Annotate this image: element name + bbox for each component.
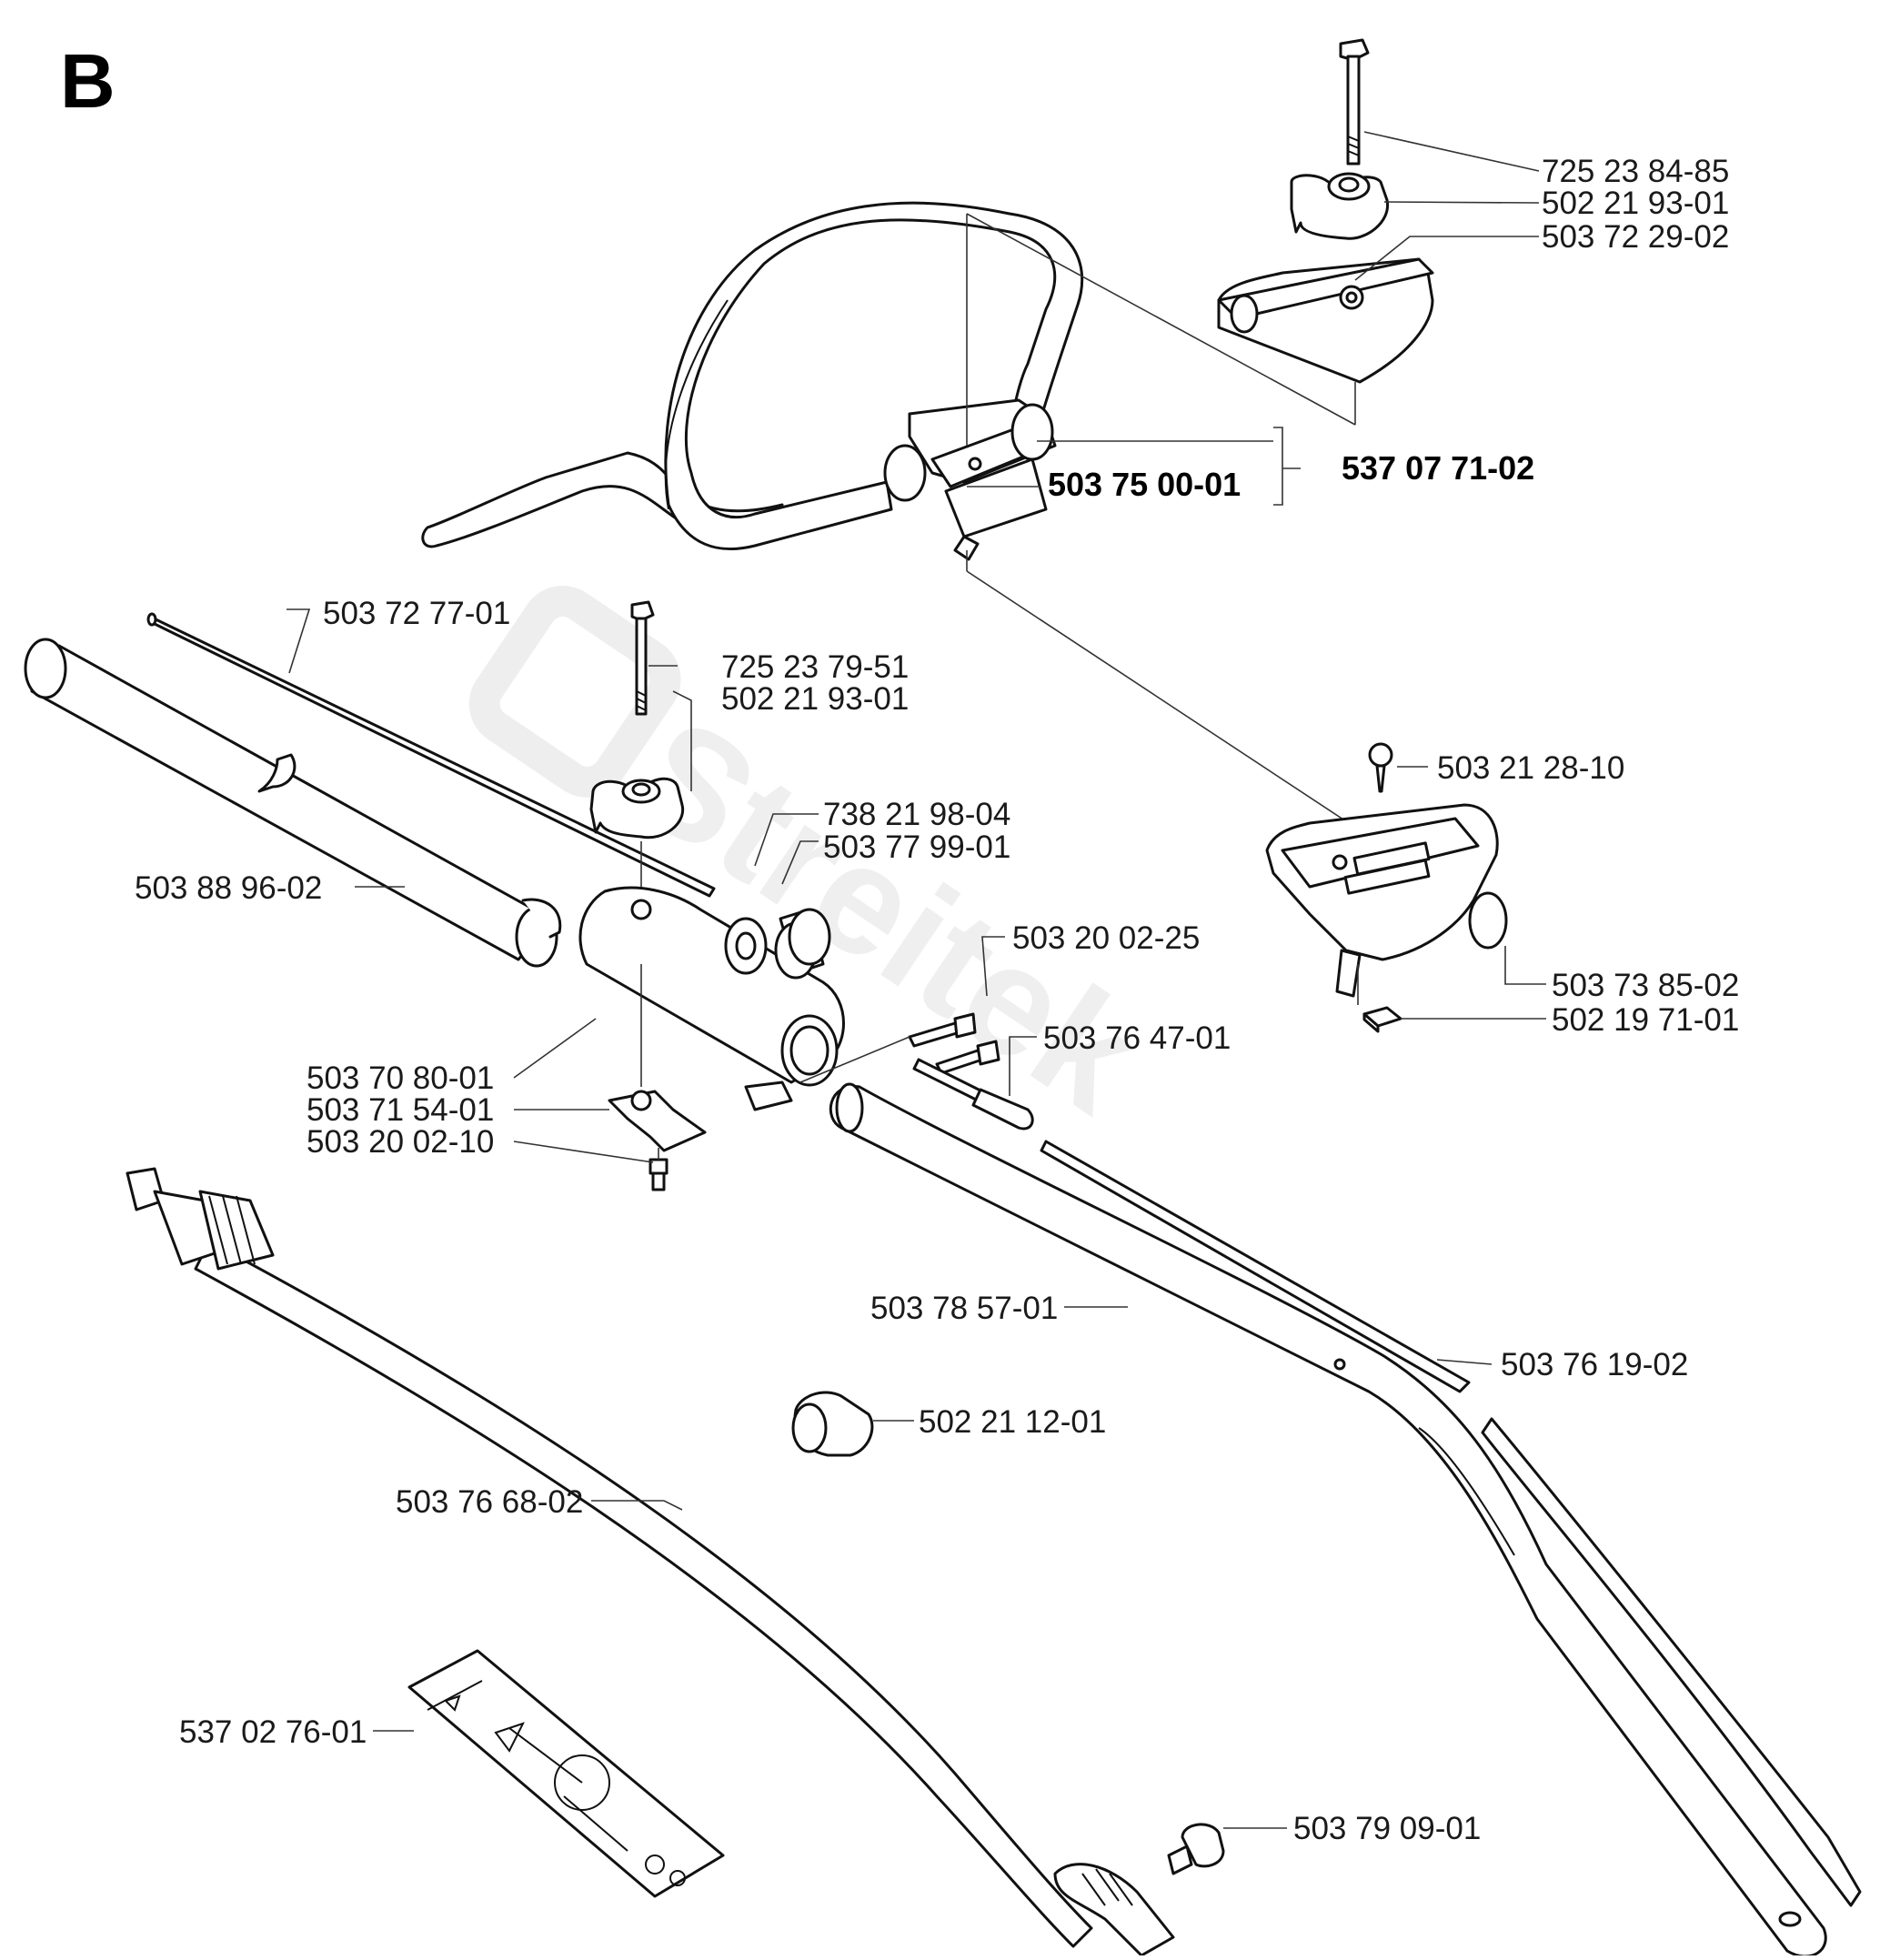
warning-decal-537-02-76-01[interactable] [407, 1649, 725, 1898]
tube-503-78-57-01[interactable] [829, 1082, 1827, 1958]
screws-503-20-02-25-icon[interactable] [908, 1012, 1000, 1075]
watermark-logo-icon [468, 585, 681, 798]
label-503-20-02-25[interactable]: 503 20 02-25 [1012, 920, 1200, 956]
square-nut-502-19-71-01-icon[interactable] [1362, 1006, 1402, 1033]
warning-triangle-icon [494, 1722, 525, 1753]
warning-small-icon [444, 1694, 461, 1712]
label-725-23-79-51[interactable]: 725 23 79-51 [721, 649, 909, 685]
label-503-76-47-01[interactable]: 503 76 47-01 [1043, 1020, 1231, 1056]
label-503-72-77-01[interactable]: 503 72 77-01 [323, 596, 510, 631]
label-503-76-68-02[interactable]: 503 76 68-02 [396, 1484, 583, 1520]
label-725-23-84-85[interactable]: 725 23 84-85 [1542, 154, 1729, 189]
bolt-725-23-84-85-icon[interactable] [1339, 38, 1370, 166]
ear-protection-icon [669, 1870, 686, 1886]
sleeve-503-77-99-01-icon[interactable] [774, 908, 831, 980]
label-503-79-09-01[interactable]: 503 79 09-01 [1293, 1811, 1481, 1846]
screw-503-20-02-10-icon[interactable] [648, 1158, 669, 1191]
label-503-21-28-10[interactable]: 503 21 28-10 [1437, 750, 1624, 786]
handle-bar[interactable] [421, 201, 1084, 551]
clip-503-79-09-01-icon[interactable] [1167, 1823, 1225, 1875]
bolt-725-23-79-51-icon[interactable] [630, 600, 655, 716]
label-503-70-80-01[interactable]: 503 70 80-01 [307, 1060, 494, 1096]
section-letter: B [60, 38, 116, 124]
wing-nut-middle-icon[interactable] [589, 777, 685, 839]
wing-nut-top-icon[interactable] [1290, 172, 1389, 240]
label-502-21-12-01[interactable]: 502 21 12-01 [919, 1404, 1106, 1440]
part-labels: 725 23 84-85 502 21 93-01 503 72 29-02 5… [135, 154, 1739, 1846]
clamp-cover-503-72-29-02[interactable] [1217, 257, 1434, 384]
label-503-71-54-01[interactable]: 503 71 54-01 [307, 1092, 494, 1128]
pin-503-76-47-01-icon[interactable] [912, 1058, 1034, 1131]
clip-502-21-12-01-icon[interactable] [791, 1391, 874, 1457]
drive-shaft-503-76-19-02[interactable] [1040, 1140, 1862, 1907]
label-503-77-99-01[interactable]: 503 77 99-01 [823, 829, 1010, 865]
bearing-738-21-98-04-icon[interactable] [724, 917, 768, 975]
label-502-21-93-01-mid[interactable]: 502 21 93-01 [721, 681, 909, 717]
label-537-07-71-02[interactable]: 537 07 71-02 [1342, 449, 1534, 487]
handle-clamp-block[interactable] [883, 398, 1057, 561]
label-537-02-76-01[interactable]: 537 02 76-01 [179, 1714, 367, 1750]
label-503-72-29-02[interactable]: 503 72 29-02 [1542, 219, 1729, 255]
label-503-75-00-01[interactable]: 503 75 00-01 [1048, 466, 1241, 503]
clamp-base-503-73-85-02[interactable] [1265, 803, 1508, 998]
label-502-19-71-01[interactable]: 502 19 71-01 [1552, 1002, 1739, 1038]
tube-503-88-96-02[interactable] [24, 638, 562, 968]
label-503-20-02-10[interactable]: 503 20 02-10 [307, 1124, 494, 1160]
bushing-503-70-80-01[interactable] [578, 886, 845, 1111]
label-502-21-93-01-top[interactable]: 502 21 93-01 [1542, 186, 1729, 221]
eye-protection-icon [645, 1854, 665, 1875]
screw-503-21-28-10-icon[interactable] [1368, 742, 1393, 793]
label-503-76-19-02[interactable]: 503 76 19-02 [1501, 1347, 1688, 1382]
label-738-21-98-04[interactable]: 738 21 98-04 [823, 797, 1010, 832]
leader-lines [287, 131, 1546, 1829]
label-503-88-96-02[interactable]: 503 88 96-02 [135, 870, 322, 906]
label-503-73-85-02[interactable]: 503 73 85-02 [1552, 968, 1739, 1003]
drive-shaft-503-72-77-01[interactable] [146, 612, 716, 898]
clamp-plate-503-71-54-01[interactable] [608, 1090, 707, 1152]
label-503-78-57-01[interactable]: 503 78 57-01 [870, 1291, 1058, 1326]
flex-shaft-503-76-68-02[interactable] [126, 1167, 1175, 1957]
